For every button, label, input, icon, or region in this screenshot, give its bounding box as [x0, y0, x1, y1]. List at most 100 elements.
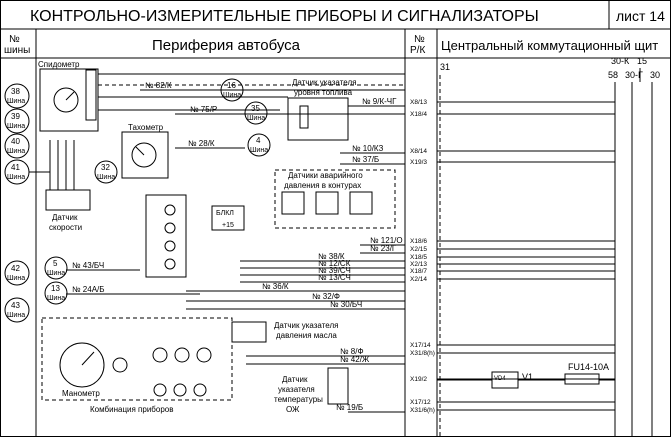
connector-label: Х2/15 — [410, 246, 427, 253]
speed-sensor-label-1: Датчик — [52, 213, 78, 222]
svg-text:Шина: Шина — [97, 174, 115, 181]
wire-label: № 9/К-ЧГ — [362, 97, 397, 106]
connector-label: Х18/6 — [410, 238, 427, 245]
svg-text:39: 39 — [11, 112, 20, 121]
bus-15-label: 15 — [637, 56, 647, 66]
svg-text:38: 38 — [11, 87, 20, 96]
wire-label: № 32/Ф — [312, 292, 340, 301]
rk-word-label: Р/К — [410, 45, 425, 56]
svg-text:Шина: Шина — [47, 270, 65, 277]
svg-text:Шина: Шина — [7, 312, 25, 319]
temp-sensor-label-2: указателя — [278, 385, 315, 394]
manometer-gauge — [59, 342, 105, 388]
temp-sensor-label-3: температуры — [274, 395, 323, 404]
svg-text:32: 32 — [101, 163, 110, 172]
wire-label: № 23/Г — [370, 244, 397, 253]
connector-label: Х17/12 — [410, 399, 431, 406]
svg-text:Шина: Шина — [250, 147, 268, 154]
wire-label: № 28/К — [188, 139, 215, 148]
blkl-label: БЛКЛ — [216, 210, 234, 217]
connector-label: Х31/8(h) — [410, 350, 435, 357]
connector-label: Х18/5 — [410, 254, 427, 261]
connector-label: Х8/13 — [410, 99, 427, 106]
diode-label: V1 — [522, 372, 533, 382]
speed-sensor-box — [45, 189, 91, 211]
warning-lamps-block — [145, 194, 187, 278]
svg-text:13: 13 — [51, 284, 60, 293]
wire-label: № 42/Ж — [340, 355, 370, 364]
wire-label: № 75/Р — [190, 105, 217, 114]
wire-label: № 43/БЧ — [72, 261, 104, 270]
svg-text:4: 4 — [256, 136, 261, 145]
alarm-sensors-label-1: Датчики аварийного — [288, 171, 363, 180]
svg-text:5: 5 — [53, 259, 58, 268]
wire-label: № 19/Б — [336, 403, 363, 412]
wire-label: № 121/О — [370, 236, 403, 245]
svg-text:41: 41 — [11, 163, 20, 172]
tachometer-label: Тахометр — [128, 123, 164, 132]
alarm-sensors-box — [274, 169, 396, 229]
svg-text:Шина: Шина — [7, 148, 25, 155]
wire-label: № 38/К — [318, 252, 345, 261]
speedometer-label: Спидометр — [38, 60, 80, 69]
temp-sensor-box — [327, 367, 349, 405]
speed-sensor-label-2: скорости — [49, 223, 82, 232]
wire-label: № 13/СЧ — [318, 273, 351, 282]
svg-text:Шина: Шина — [7, 275, 25, 282]
panel-title: Центральный коммутационный щит — [441, 38, 658, 53]
svg-text:42: 42 — [11, 264, 20, 273]
fuel-sensor-label-1: Датчик указателя — [292, 78, 356, 87]
connector-label: Х17/14 — [410, 342, 431, 349]
connector-label: Х2/14 — [410, 276, 427, 283]
wire-label: № 39/СЧ — [318, 266, 351, 275]
svg-text:Шина: Шина — [7, 98, 25, 105]
svg-text:40: 40 — [11, 137, 20, 146]
connector-layer: Х8/13Х18/4Х8/14Х19/3Х18/6Х2/15Х18/5Х2/13… — [410, 99, 615, 414]
plus15-label: +15 — [222, 222, 234, 229]
fuse-label: FU14-10A — [568, 362, 609, 372]
svg-text:Шина: Шина — [223, 92, 241, 99]
tachometer-box — [121, 131, 169, 179]
instrument-cluster-box — [41, 317, 233, 401]
bus-58-label: 58 — [608, 70, 618, 80]
cluster-label: Комбинация приборов — [90, 405, 173, 414]
connector-label: Х19/3 — [410, 159, 427, 166]
section-title: Периферия автобуса — [152, 37, 301, 54]
svg-text:43: 43 — [11, 301, 20, 310]
bus-30g-label: 30-Г — [625, 70, 643, 80]
oil-sensor-label-1: Датчик указателя — [274, 321, 338, 330]
connector-label: Х18/4 — [410, 111, 427, 118]
connector-label: Х18/7 — [410, 268, 427, 275]
rk-no-label: № — [414, 34, 425, 45]
temp-sensor-label-1: Датчик — [282, 375, 308, 384]
wire-label: № 30/БЧ — [330, 300, 362, 309]
svg-text:35: 35 — [251, 104, 260, 113]
wire-label: № 10/КЗ — [352, 144, 383, 153]
sheet-number: лист 14 — [616, 8, 665, 24]
wire-label: № 12/СК — [318, 259, 351, 268]
connector-label: Х19/2 — [410, 376, 427, 383]
svg-text:Шина: Шина — [7, 123, 25, 130]
connector-label: Х8/14 — [410, 148, 427, 155]
svg-text:Шина: Шина — [7, 174, 25, 181]
wire-label: № 24А/Б — [72, 285, 105, 294]
wire-label: № 37/Б — [352, 155, 379, 164]
bus-30k-label: 30-К — [611, 56, 630, 66]
connector-label: Х31/6(h) — [410, 407, 435, 414]
bus-word-label: шины — [4, 45, 30, 56]
svg-text:Шина: Шина — [47, 295, 65, 302]
oil-sensor-label-2: давления масла — [276, 331, 337, 340]
wire-label: № 36/К — [262, 282, 289, 291]
bus-30-label: 30 — [650, 70, 660, 80]
fuel-sensor-box — [287, 97, 349, 141]
